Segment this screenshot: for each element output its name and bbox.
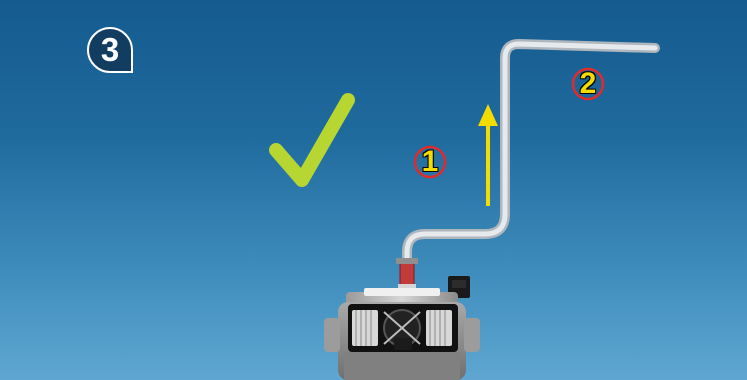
marker-ring: [571, 67, 605, 101]
step-number: 3: [100, 31, 120, 68]
marker-ring: [413, 145, 447, 179]
marker-2: 2: [570, 66, 606, 102]
step-badge: 3: [86, 26, 134, 74]
pump-unit: [324, 258, 480, 380]
step-badge-shape: [86, 26, 133, 73]
marker-1-label: 1: [421, 145, 439, 178]
checkmark-icon: [269, 93, 355, 187]
up-arrow-icon: [478, 104, 498, 206]
marker-2-label: 2: [579, 67, 597, 100]
marker-1: 1: [412, 144, 448, 180]
